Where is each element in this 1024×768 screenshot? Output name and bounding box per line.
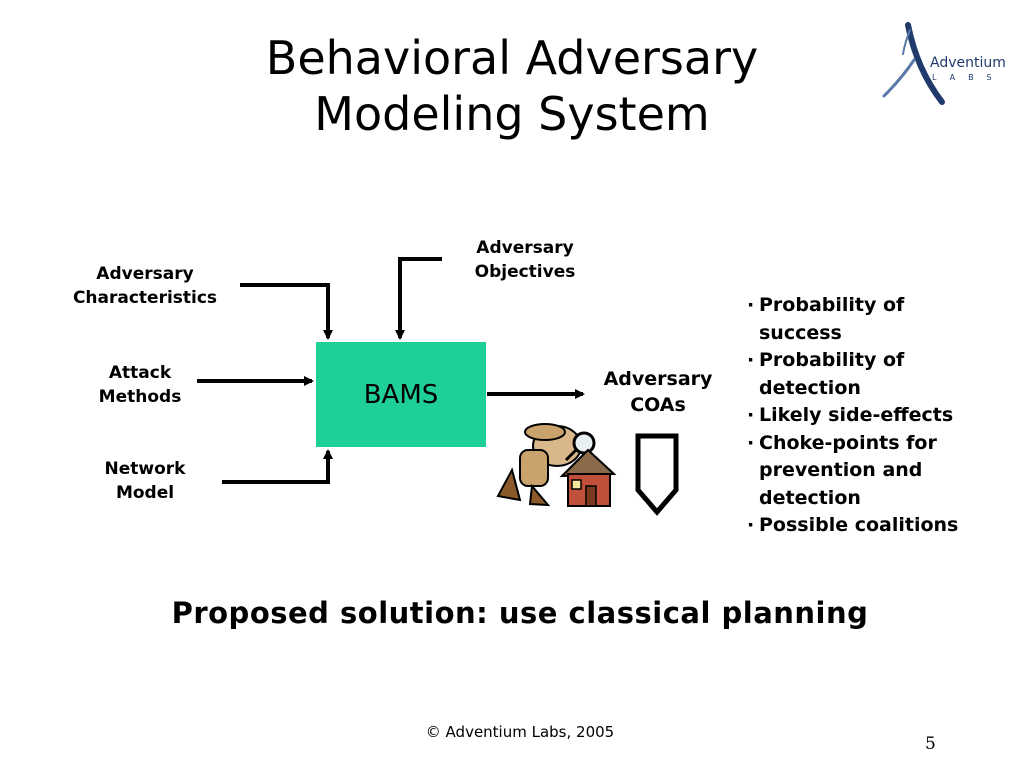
list-item: Probability of detection: [747, 347, 1017, 402]
label-adversary-characteristics: Adversary Characteristics: [72, 264, 218, 308]
title-line-1: Behavioral Adversary: [265, 31, 759, 85]
bams-label: BAMS: [363, 379, 439, 410]
label-network-model: Network Model: [104, 459, 186, 503]
label-adversary-coas: Adversary COAs: [603, 368, 713, 416]
list-item: Choke-points for prevention and detectio…: [747, 430, 1017, 513]
bams-box: BAMS: [316, 342, 486, 447]
footer-copyright: © Adventium Labs, 2005: [425, 723, 615, 741]
list-item: Possible coalitions: [747, 512, 1017, 540]
logo-name: Adventium: [930, 55, 1006, 71]
chevron-down-icon: [635, 433, 679, 516]
slide-title: Behavioral Adversary Modeling System: [0, 30, 1024, 142]
solution-statement: Proposed solution: use classical plannin…: [171, 596, 869, 630]
list-item: Probability of success: [747, 292, 1017, 347]
title-line-2: Modeling System: [314, 87, 710, 141]
label-adversary-objectives: Adversary Objectives: [474, 238, 576, 282]
house-icon: [559, 448, 617, 507]
adventium-logo-icon: [882, 22, 945, 105]
outcome-list: Probability of success Probability of de…: [747, 292, 1017, 540]
label-attack-methods: Attack Methods: [98, 363, 182, 407]
page-number: 5: [925, 734, 936, 754]
detective-icon: [496, 423, 596, 507]
network-arrow: [222, 449, 333, 484]
objectives-arrow: [395, 257, 442, 340]
characteristics-arrow: [240, 283, 333, 340]
list-item: Likely side-effects: [747, 402, 1017, 430]
logo-sub: LABS: [932, 73, 1005, 82]
